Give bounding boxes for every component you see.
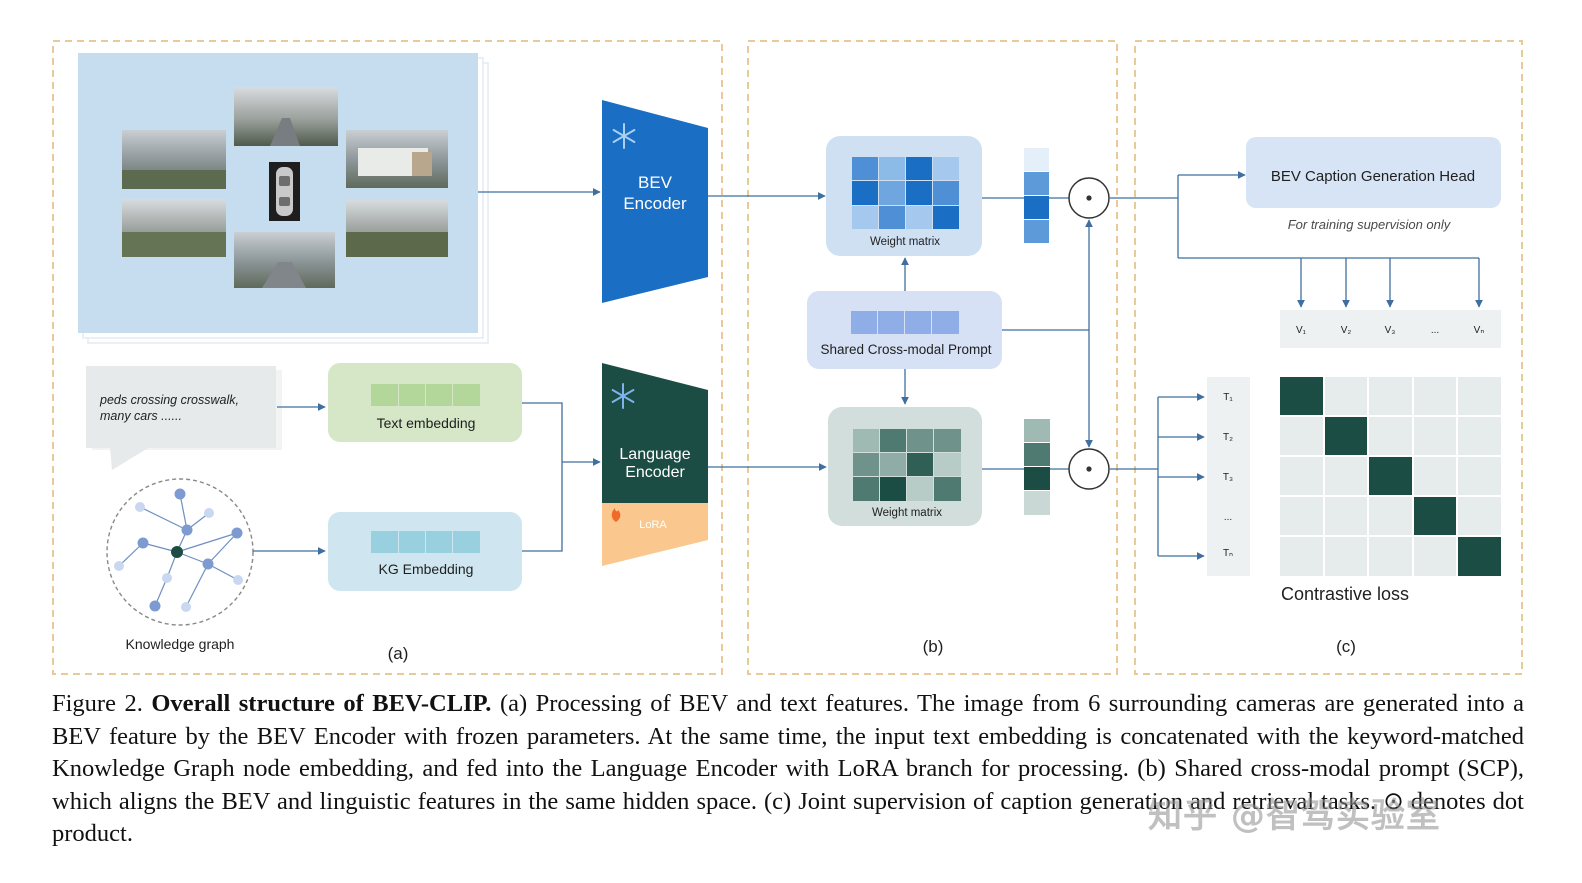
weight-matrix-bottom-label: Weight matrix: [872, 507, 942, 519]
v-label-3: V₃: [1385, 325, 1396, 336]
dot-product-bottom: [1068, 448, 1110, 490]
v-label-4: ...: [1431, 325, 1439, 336]
weight-matrix-top-label: Weight matrix: [870, 236, 940, 248]
t-label-5: Tₙ: [1223, 548, 1233, 559]
text-feature-vector: [1024, 419, 1050, 515]
t-label-2: T₂: [1223, 432, 1233, 443]
figure-caption: Figure 2. Overall structure of BEV-CLIP.…: [52, 688, 1524, 851]
caption-head-label: BEV Caption Generation Head: [1271, 168, 1475, 185]
contrastive-loss-label: Contrastive loss: [1281, 584, 1409, 604]
connector-bev-to-panel-c: [1109, 175, 1479, 259]
weight-matrix-bottom-grid: [853, 429, 961, 501]
kg-embedding-vector: [371, 531, 480, 553]
panel-a-label: (a): [388, 644, 409, 663]
dot-product-top: [1068, 177, 1110, 219]
bev-encoder: [602, 100, 708, 303]
bev-encoder-label-line1: BEV: [638, 173, 673, 192]
shared-prompt-box: [807, 291, 1002, 369]
camera-image-back-left: [122, 199, 226, 257]
ego-car-icon: [269, 162, 300, 221]
panel-b-label: (b): [923, 637, 944, 656]
fire-icon: [611, 508, 621, 522]
architecture-diagram: BEV Encoder peds crossing crosswalk, man…: [52, 40, 1523, 675]
watermark: 知乎 @智驾实验室: [1148, 796, 1441, 836]
text-query-line1: peds crossing crosswalk,: [99, 393, 239, 407]
t-label-3: T₃: [1223, 472, 1233, 483]
kg-embedding-label: KG Embedding: [379, 561, 474, 577]
v-row: [1280, 310, 1501, 348]
language-encoder-label-line2: Encoder: [625, 464, 685, 481]
text-embedding-label: Text embedding: [377, 415, 476, 431]
text-embedding-vector: [371, 384, 480, 406]
text-query-bubble: [86, 366, 282, 470]
bev-feature-vector: [1024, 148, 1049, 243]
camera-image-front-left: [122, 130, 226, 189]
camera-image-back: [234, 232, 335, 288]
t-label-4: ...: [1224, 512, 1232, 523]
t-column: [1207, 377, 1250, 576]
camera-image-back-right: [346, 200, 448, 257]
bev-encoder-label-line2: Encoder: [623, 194, 687, 213]
v-label-1: V₁: [1296, 325, 1307, 336]
knowledge-graph-boundary: [106, 478, 254, 626]
language-encoder-label-line1: Language: [619, 446, 690, 463]
panel-c-label: (c): [1336, 637, 1356, 656]
lora-label: LoRA: [639, 519, 667, 531]
knowledge-graph-label: Knowledge graph: [126, 636, 235, 652]
lora-branch: [602, 503, 708, 566]
snowflake-icon: [611, 383, 635, 409]
similarity-matrix: [1280, 377, 1501, 576]
knowledge-graph-nodes: [114, 488, 243, 612]
v-label-5: Vₙ: [1474, 325, 1485, 336]
figure-number: Figure 2.: [52, 690, 143, 717]
camera-image-front: [234, 87, 338, 146]
shared-prompt-label: Shared Cross-modal Prompt: [820, 342, 991, 357]
snowflake-icon: [612, 123, 636, 149]
figure-caption-body: (a) Processing of BEV and text features.…: [52, 690, 1525, 848]
text-query-line2: many cars ......: [100, 409, 182, 423]
panel-c-border: [1134, 40, 1523, 675]
panel-a-border: [52, 40, 723, 675]
language-encoder: [602, 363, 708, 503]
figure-title: Overall structure of BEV-CLIP.: [151, 690, 492, 717]
caption-head-note: For training supervision only: [1288, 217, 1452, 232]
panel-b-border: [747, 40, 1118, 675]
camera-image-front-right: [346, 130, 448, 188]
caption-head-box: [1246, 137, 1501, 208]
v-label-2: V₂: [1341, 325, 1352, 336]
t-label-1: T₁: [1223, 392, 1233, 403]
shared-prompt-vector: [851, 311, 959, 334]
weight-matrix-top-grid: [852, 157, 959, 229]
concat-connector: [522, 402, 563, 552]
